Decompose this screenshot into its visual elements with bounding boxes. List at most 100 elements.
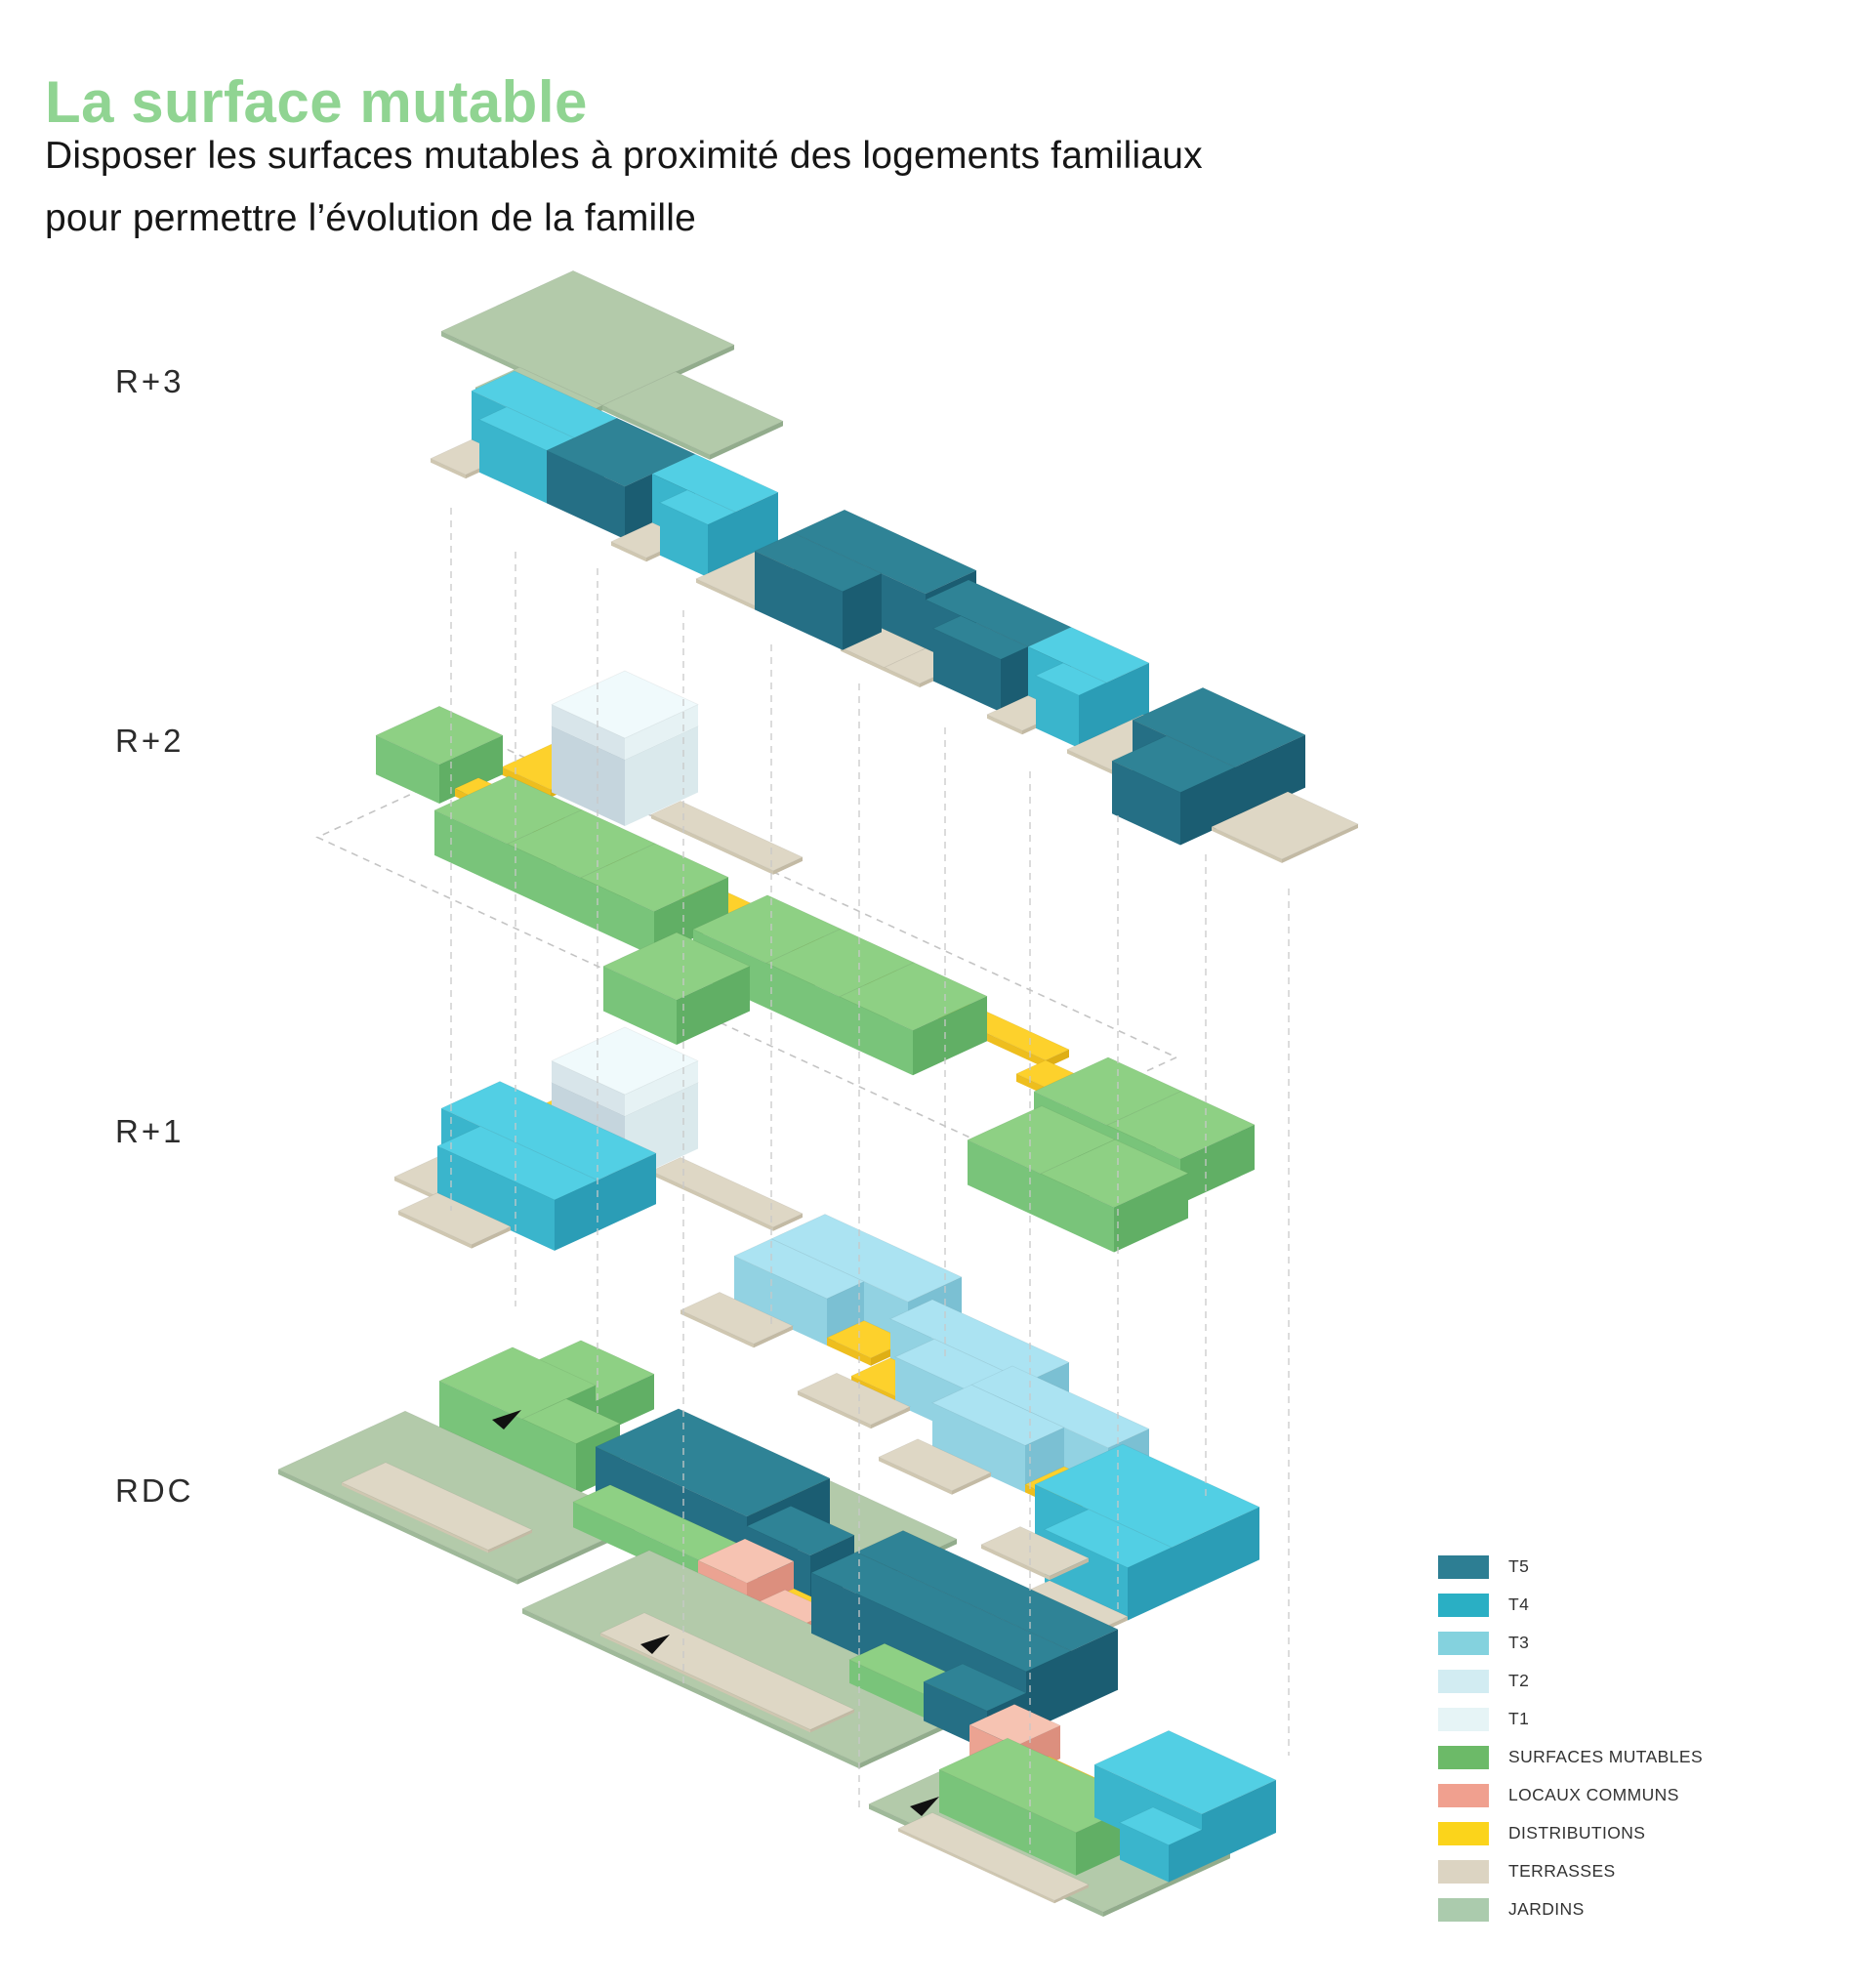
block-face-right [843,573,882,650]
block-face-left [987,714,1022,735]
block-face-top [277,1410,645,1581]
block-face-right [1026,1650,1071,1732]
block-face-left [1112,761,1180,846]
legend-label-t2: T2 [1508,1671,1530,1690]
block-face-top [580,843,729,912]
block-face-top [754,532,883,593]
page-subtitle: Disposer les surfaces mutables à proximi… [45,125,1203,250]
block-face-left [1067,749,1121,778]
floor-label-r1: R+1 [115,1113,185,1149]
legend-swatch-jardins [1438,1897,1489,1922]
block-face-right [913,996,987,1076]
block-face-right [1282,824,1358,863]
page-title: La surface mutable [45,69,588,136]
block-face-left [841,646,885,672]
block-face-top [931,1384,1065,1446]
block-face-top [970,1365,1150,1449]
block-face-left [755,551,843,650]
block-face-left [508,844,581,923]
block-face-right [1054,1884,1089,1904]
block-face-right [439,735,503,804]
block-face-top [397,1192,512,1246]
block-face-top [601,371,784,456]
block-face-right [1103,1853,1230,1917]
entrance-arrow-icon [492,1410,521,1429]
block-face-right [952,1472,991,1495]
entrance-arrow-icon [910,1797,939,1816]
floor-geometry-r1 [393,1026,1260,1638]
block-face-left [552,1060,625,1116]
legend-label-jardins: JARDINS [1508,1899,1585,1919]
block-face-left [680,1309,754,1348]
block-face-left [1036,675,1079,749]
block-face-left [434,809,508,890]
block-face-left [479,419,547,504]
block-face-left [611,541,646,562]
block-face-left [766,963,840,1042]
block-face-right [754,1325,793,1348]
block-face-top [546,417,696,487]
block-face-right [1050,1557,1089,1581]
block-face-top [793,509,977,595]
legend-label-communs: LOCAUX COMMUNS [1508,1785,1679,1804]
block-face-left [398,1211,472,1249]
legend-swatch-communs [1438,1783,1489,1807]
block-face-left [547,450,625,540]
block-face-top [650,800,804,872]
block-face-left [849,1659,928,1719]
legend-swatch-t1 [1438,1707,1489,1731]
legend-swatch-mutables [1438,1745,1489,1769]
block-face-left [651,814,773,875]
block-face-right [1071,1629,1118,1712]
block-face-top [650,1156,804,1228]
block-face-top [932,615,1029,660]
legend-label-terrasses: TERRASSES [1508,1861,1616,1881]
block-face-left [1212,826,1282,863]
floor-label-r3: R+3 [115,363,185,399]
legend-swatch-terrasses [1438,1859,1489,1884]
legend-row-distributions: DISTRIBUTIONS [1438,1814,1848,1852]
legend-label-t3: T3 [1508,1633,1530,1652]
block-face-top [1044,1509,1173,1568]
block-face-top [878,1438,992,1492]
legend-row-t2: T2 [1438,1662,1848,1700]
block-face-top [1211,791,1359,860]
block-face-top [770,1214,963,1303]
block-face-left [879,1457,952,1495]
block-face-right [773,856,803,875]
legend-swatch-t4 [1438,1593,1489,1617]
block-face-top [375,705,504,766]
legend-row-mutables: SURFACES MUTABLES [1438,1738,1848,1776]
block-face-right [1202,1780,1276,1867]
block-face-left [342,1482,488,1553]
block-face-left [734,1256,827,1346]
block-face-top [1035,662,1107,696]
block-face-top [1119,1806,1203,1846]
block-face-top [980,1526,1090,1577]
block-face-right [1001,646,1028,713]
legend-row-t3: T3 [1438,1624,1848,1662]
page-subtitle-line1: Disposer les surfaces mutables à proximi… [45,135,1203,177]
block-face-top [810,1552,1072,1673]
block-face-right [1114,1173,1188,1253]
projection-guides [450,508,1290,1853]
block-face-right [555,1180,598,1251]
block-face-left [981,1544,1050,1581]
block-face-left [840,996,913,1076]
block-face-right [625,725,698,826]
block-face-left [885,667,920,687]
block-face-top [697,1538,795,1584]
entrance-arrow-icon [640,1635,670,1654]
block-face-top [551,670,699,739]
block-face-left [581,877,654,957]
legend-row-communs: LOCAUX COMMUNS [1438,1776,1848,1814]
block-face-right [1079,683,1106,749]
block-face-top [680,1291,794,1345]
block-face-top [1111,735,1236,793]
legend-row-t1: T1 [1438,1700,1848,1738]
block-face-left [798,1390,871,1429]
block-face-left [600,1633,810,1733]
legend-row-t5: T5 [1438,1548,1848,1586]
block-face-left [932,1402,1025,1493]
